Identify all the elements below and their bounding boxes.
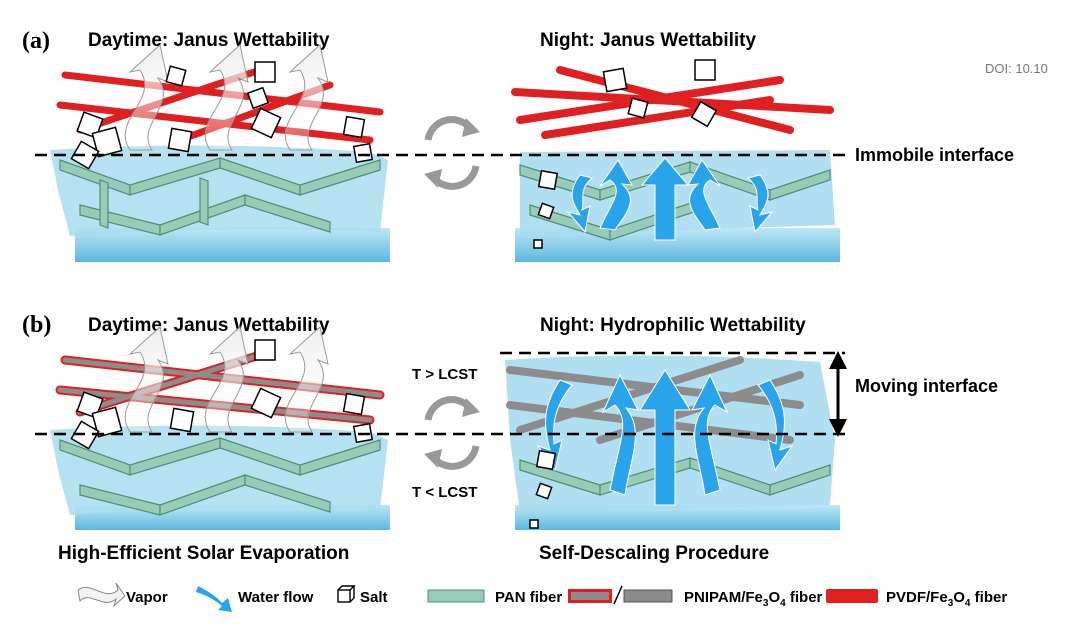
vapor-legend-icon [77, 582, 126, 608]
water-body [75, 228, 390, 262]
legend-water-flow: Water flow [238, 589, 314, 606]
salt-crystals [70, 61, 374, 170]
panel-b-letter: (b) [22, 312, 51, 338]
pan-fiber-legend-icon [427, 589, 485, 603]
legend-pan-fiber: PAN fiber [495, 589, 562, 606]
panel-a-right-title: Night: Janus Wettability [540, 30, 756, 51]
water-flow-arrows [536, 369, 794, 506]
legend-pvdf-fiber: PVDF/Fe3O4 fiber [886, 589, 1007, 609]
salt-crystals [529, 449, 557, 529]
vapor-plumes [124, 326, 329, 433]
panel-a-left-evaporator [50, 44, 390, 262]
pan-fiber-mesh [59, 437, 381, 516]
pvdf-fiber-legend-icon [826, 589, 878, 603]
legend-pnipam-fiber: PNIPAM/Fe3O4 fiber [684, 589, 823, 609]
moving-interface-label: Moving interface [855, 376, 998, 396]
water-flow-arrows [566, 157, 774, 241]
panel-b-left-title: Daytime: Janus Wettability [88, 315, 330, 336]
immobile-interface-label: Immobile interface [855, 145, 1014, 165]
panel-b-left-evaporator [50, 326, 390, 530]
panel-a-right-evaporator [511, 59, 840, 262]
water-flow-legend-icon [196, 586, 232, 612]
pan-fiber-mesh [59, 157, 381, 236]
legend-salt: Salt [360, 589, 388, 606]
legend: Vapor Water flow Salt PAN fiber PNIPAM/F… [77, 582, 1007, 612]
doi-label: DOI: 10.10 [985, 61, 1048, 76]
pnipam-cool-legend-icon [623, 589, 673, 603]
temp-low-label: T < LCST [412, 484, 477, 501]
solar-evaporation-caption: High-Efficient Solar Evaporation [58, 543, 349, 564]
legend-vapor: Vapor [126, 589, 168, 606]
panel-b-right-title: Night: Hydrophilic Wettability [540, 315, 806, 336]
water-body [515, 228, 840, 262]
wet-pan-layer [50, 425, 388, 515]
temp-high-label: T > LCST [412, 366, 477, 383]
water-body [515, 505, 840, 530]
panel-b-right-evaporator [505, 355, 840, 530]
salt-legend-icon [337, 585, 356, 603]
pvdf-fiber-mesh [511, 66, 834, 139]
salt-crystals [533, 59, 718, 249]
panel-a-left-title: Daytime: Janus Wettability [88, 30, 330, 51]
panel-a-letter: (a) [22, 28, 50, 54]
self-descaling-caption: Self-Descaling Procedure [539, 543, 769, 564]
vapor-plumes [124, 44, 329, 151]
